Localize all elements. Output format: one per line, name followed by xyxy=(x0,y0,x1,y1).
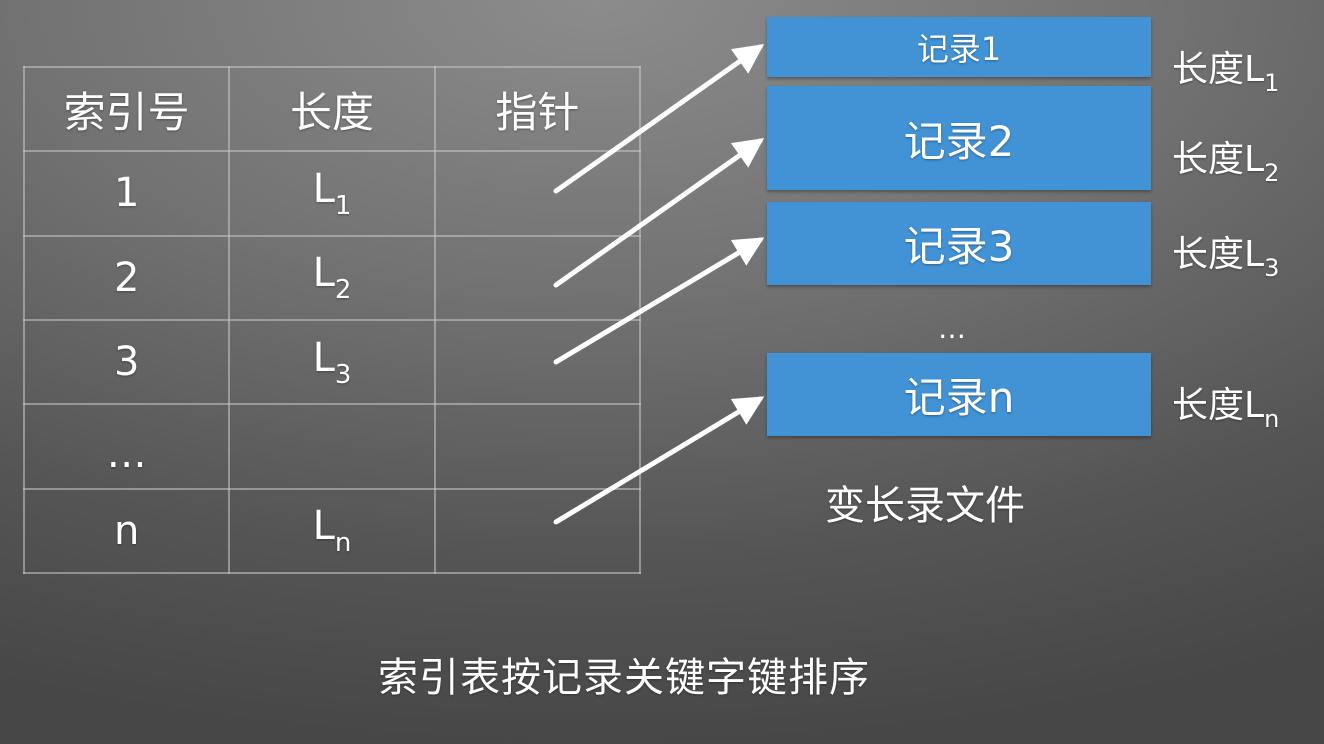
length-base: L xyxy=(312,334,335,381)
record-length-label-1: 长度L1 xyxy=(1172,40,1279,97)
length-base: L xyxy=(312,165,335,212)
record-length-label-2: 长度L2 xyxy=(1172,130,1279,187)
header-pointer: 指针 xyxy=(433,65,642,153)
main-caption: 索引表按记录关键字键排序 xyxy=(378,655,870,701)
pointer-cell xyxy=(433,234,642,321)
table-row: n Ln xyxy=(22,487,642,575)
pointer-cell xyxy=(433,403,642,490)
length-prefix: 长度L xyxy=(1172,49,1265,90)
length-subscript: 2 xyxy=(1264,159,1280,187)
record-length-label-3: 长度L3 xyxy=(1172,225,1279,282)
length-cell: Ln xyxy=(228,487,436,575)
index-cell: 3 xyxy=(22,318,231,406)
header-index: 索引号 xyxy=(22,65,231,153)
record-box-2: 记录2 xyxy=(767,86,1151,190)
record-box-1: 记录1 xyxy=(767,17,1151,77)
record-box-n: 记录n xyxy=(767,353,1151,436)
length-cell: L2 xyxy=(228,234,436,321)
table-row: 2 L2 xyxy=(22,234,642,321)
length-prefix: 长度L xyxy=(1172,385,1265,426)
record-label: 记录n xyxy=(903,373,1015,422)
length-subscript: 2 xyxy=(334,275,352,306)
pointer-cell xyxy=(433,487,642,575)
pointer-cell xyxy=(433,318,642,406)
length-subscript: n xyxy=(1264,405,1280,433)
table-row: … xyxy=(22,403,642,490)
length-subscript: n xyxy=(334,528,352,559)
index-cell: 1 xyxy=(22,150,231,237)
length-cell: L1 xyxy=(228,150,436,237)
length-base: L xyxy=(312,250,335,297)
index-table: 索引号 长度 指针 1 L1 2 L2 3 L3 … n Ln xyxy=(22,65,642,575)
record-label: 记录2 xyxy=(903,116,1015,166)
records-ellipsis: … xyxy=(938,312,970,345)
table-row: 1 L1 xyxy=(22,150,642,237)
length-prefix: 长度L xyxy=(1172,139,1265,180)
header-length: 长度 xyxy=(228,65,436,153)
record-label: 记录3 xyxy=(903,222,1015,271)
length-cell xyxy=(228,403,436,490)
length-prefix: 长度L xyxy=(1172,234,1265,275)
length-base: L xyxy=(312,503,335,550)
length-subscript: 3 xyxy=(1264,254,1280,282)
file-caption: 变长录文件 xyxy=(825,483,1025,529)
index-cell: 2 xyxy=(22,234,231,321)
length-subscript: 1 xyxy=(1264,69,1280,97)
index-cell: n xyxy=(22,487,231,575)
length-subscript: 3 xyxy=(334,359,352,390)
table-row: 3 L3 xyxy=(22,318,642,406)
length-subscript: 1 xyxy=(334,190,352,221)
record-box-3: 记录3 xyxy=(767,202,1151,285)
record-length-label-n: 长度Ln xyxy=(1172,376,1279,433)
index-cell: … xyxy=(22,403,231,490)
length-cell: L3 xyxy=(228,318,436,406)
table-header-row: 索引号 长度 指针 xyxy=(22,65,642,153)
record-label: 记录1 xyxy=(916,30,1002,68)
pointer-cell xyxy=(433,150,642,237)
ellipsis: … xyxy=(106,431,147,478)
